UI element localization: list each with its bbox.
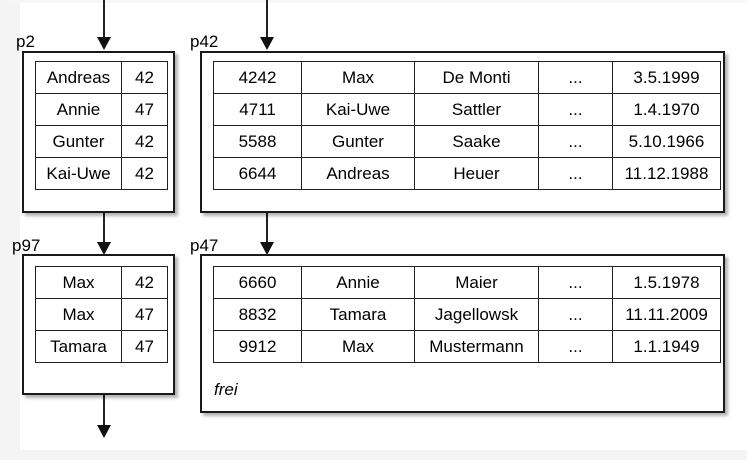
cell-last-name: Heuer (414, 157, 539, 190)
cell-name: Max (35, 266, 122, 299)
cell-id: 6644 (213, 157, 302, 190)
cell-last-name: Mustermann (414, 330, 539, 363)
arrow-shaft (266, 211, 268, 243)
cell-date: 1.5.1978 (612, 266, 721, 299)
table-row: 9912 Max Mustermann ... 1.1.1949 (213, 330, 721, 363)
table-row: 5588 Gunter Saake ... 5.10.1966 (213, 125, 721, 158)
cell-first-name: Andreas (301, 157, 415, 190)
cell-value: 42 (121, 266, 168, 299)
cell-date: 3.5.1999 (612, 61, 721, 94)
arrow-head (97, 37, 111, 50)
table-row: Max 47 (35, 298, 168, 331)
cell-more: ... (538, 330, 613, 363)
cell-value: 47 (121, 298, 168, 331)
cell-value: 42 (121, 125, 168, 158)
cell-date: 11.12.1988 (612, 157, 721, 190)
arrow-into-p2 (96, 0, 112, 50)
cell-last-name: Sattler (414, 93, 539, 126)
index-table-p97: Max 42 Max 47 Tamara 47 (35, 266, 168, 363)
cell-date: 11.11.2009 (612, 298, 721, 331)
cell-first-name: Max (301, 61, 415, 94)
page-label-p47: p47 (190, 236, 219, 255)
cell-first-name: Kai-Uwe (301, 93, 415, 126)
arrow-p42-to-p47 (259, 211, 275, 255)
cell-first-name: Gunter (301, 125, 415, 158)
cell-more: ... (538, 298, 613, 331)
cell-more: ... (538, 93, 613, 126)
page-label-p97: p97 (12, 236, 41, 255)
arrow-p2-to-p97 (96, 211, 112, 255)
cell-id: 4242 (213, 61, 302, 94)
cell-name: Max (35, 298, 122, 331)
cell-name: Gunter (35, 125, 122, 158)
record-table-p47: 6660 Annie Maier ... 1.5.1978 8832 Tamar… (213, 266, 721, 363)
cell-date: 1.4.1970 (612, 93, 721, 126)
cell-name: Tamara (35, 330, 122, 363)
cell-more: ... (538, 125, 613, 158)
arrow-head (97, 425, 111, 438)
table-row: 8832 Tamara Jagellowsk ... 11.11.2009 (213, 298, 721, 331)
page-label-p42: p42 (190, 32, 219, 51)
table-row: Annie 47 (35, 93, 168, 126)
table-row: Max 42 (35, 266, 168, 299)
cell-value: 42 (121, 61, 168, 94)
cell-first-name: Max (301, 330, 415, 363)
cell-more: ... (538, 61, 613, 94)
cell-id: 9912 (213, 330, 302, 363)
arrow-shaft (103, 0, 105, 38)
arrow-head (260, 37, 274, 50)
cell-more: ... (538, 157, 613, 190)
cell-name: Annie (35, 93, 122, 126)
cell-value: 42 (121, 157, 168, 190)
table-row: 4711 Kai-Uwe Sattler ... 1.4.1970 (213, 93, 721, 126)
index-table-p2: Andreas 42 Annie 47 Gunter 42 Kai-Uwe 42 (35, 61, 168, 190)
free-space-label-p47: frei (214, 380, 238, 399)
arrow-shaft (103, 211, 105, 243)
cell-value: 47 (121, 330, 168, 363)
table-row: Kai-Uwe 42 (35, 157, 168, 190)
cell-value: 47 (121, 93, 168, 126)
cell-id: 5588 (213, 125, 302, 158)
table-row: Tamara 47 (35, 330, 168, 363)
cell-first-name: Annie (301, 266, 415, 299)
arrow-head (97, 242, 111, 255)
arrow-into-p42 (259, 0, 275, 50)
cell-date: 1.1.1949 (612, 330, 721, 363)
arrow-head (260, 242, 274, 255)
cell-name: Andreas (35, 61, 122, 94)
cell-more: ... (538, 266, 613, 299)
cell-id: 4711 (213, 93, 302, 126)
cell-name: Kai-Uwe (35, 157, 122, 190)
record-table-p42: 4242 Max De Monti ... 3.5.1999 4711 Kai-… (213, 61, 721, 190)
cell-first-name: Tamara (301, 298, 415, 331)
cell-last-name: De Monti (414, 61, 539, 94)
cell-id: 6660 (213, 266, 302, 299)
table-row: Andreas 42 (35, 61, 168, 94)
cell-last-name: Maier (414, 266, 539, 299)
arrow-shaft (266, 0, 268, 38)
cell-last-name: Jagellowsk (414, 298, 539, 331)
table-row: Gunter 42 (35, 125, 168, 158)
cell-id: 8832 (213, 298, 302, 331)
cell-date: 5.10.1966 (612, 125, 721, 158)
cell-last-name: Saake (414, 125, 539, 158)
table-row: 4242 Max De Monti ... 3.5.1999 (213, 61, 721, 94)
page-label-p2: p2 (16, 32, 35, 51)
table-row: 6644 Andreas Heuer ... 11.12.1988 (213, 157, 721, 190)
arrow-out-of-p97 (96, 393, 112, 438)
table-row: 6660 Annie Maier ... 1.5.1978 (213, 266, 721, 299)
arrow-shaft (103, 393, 105, 426)
